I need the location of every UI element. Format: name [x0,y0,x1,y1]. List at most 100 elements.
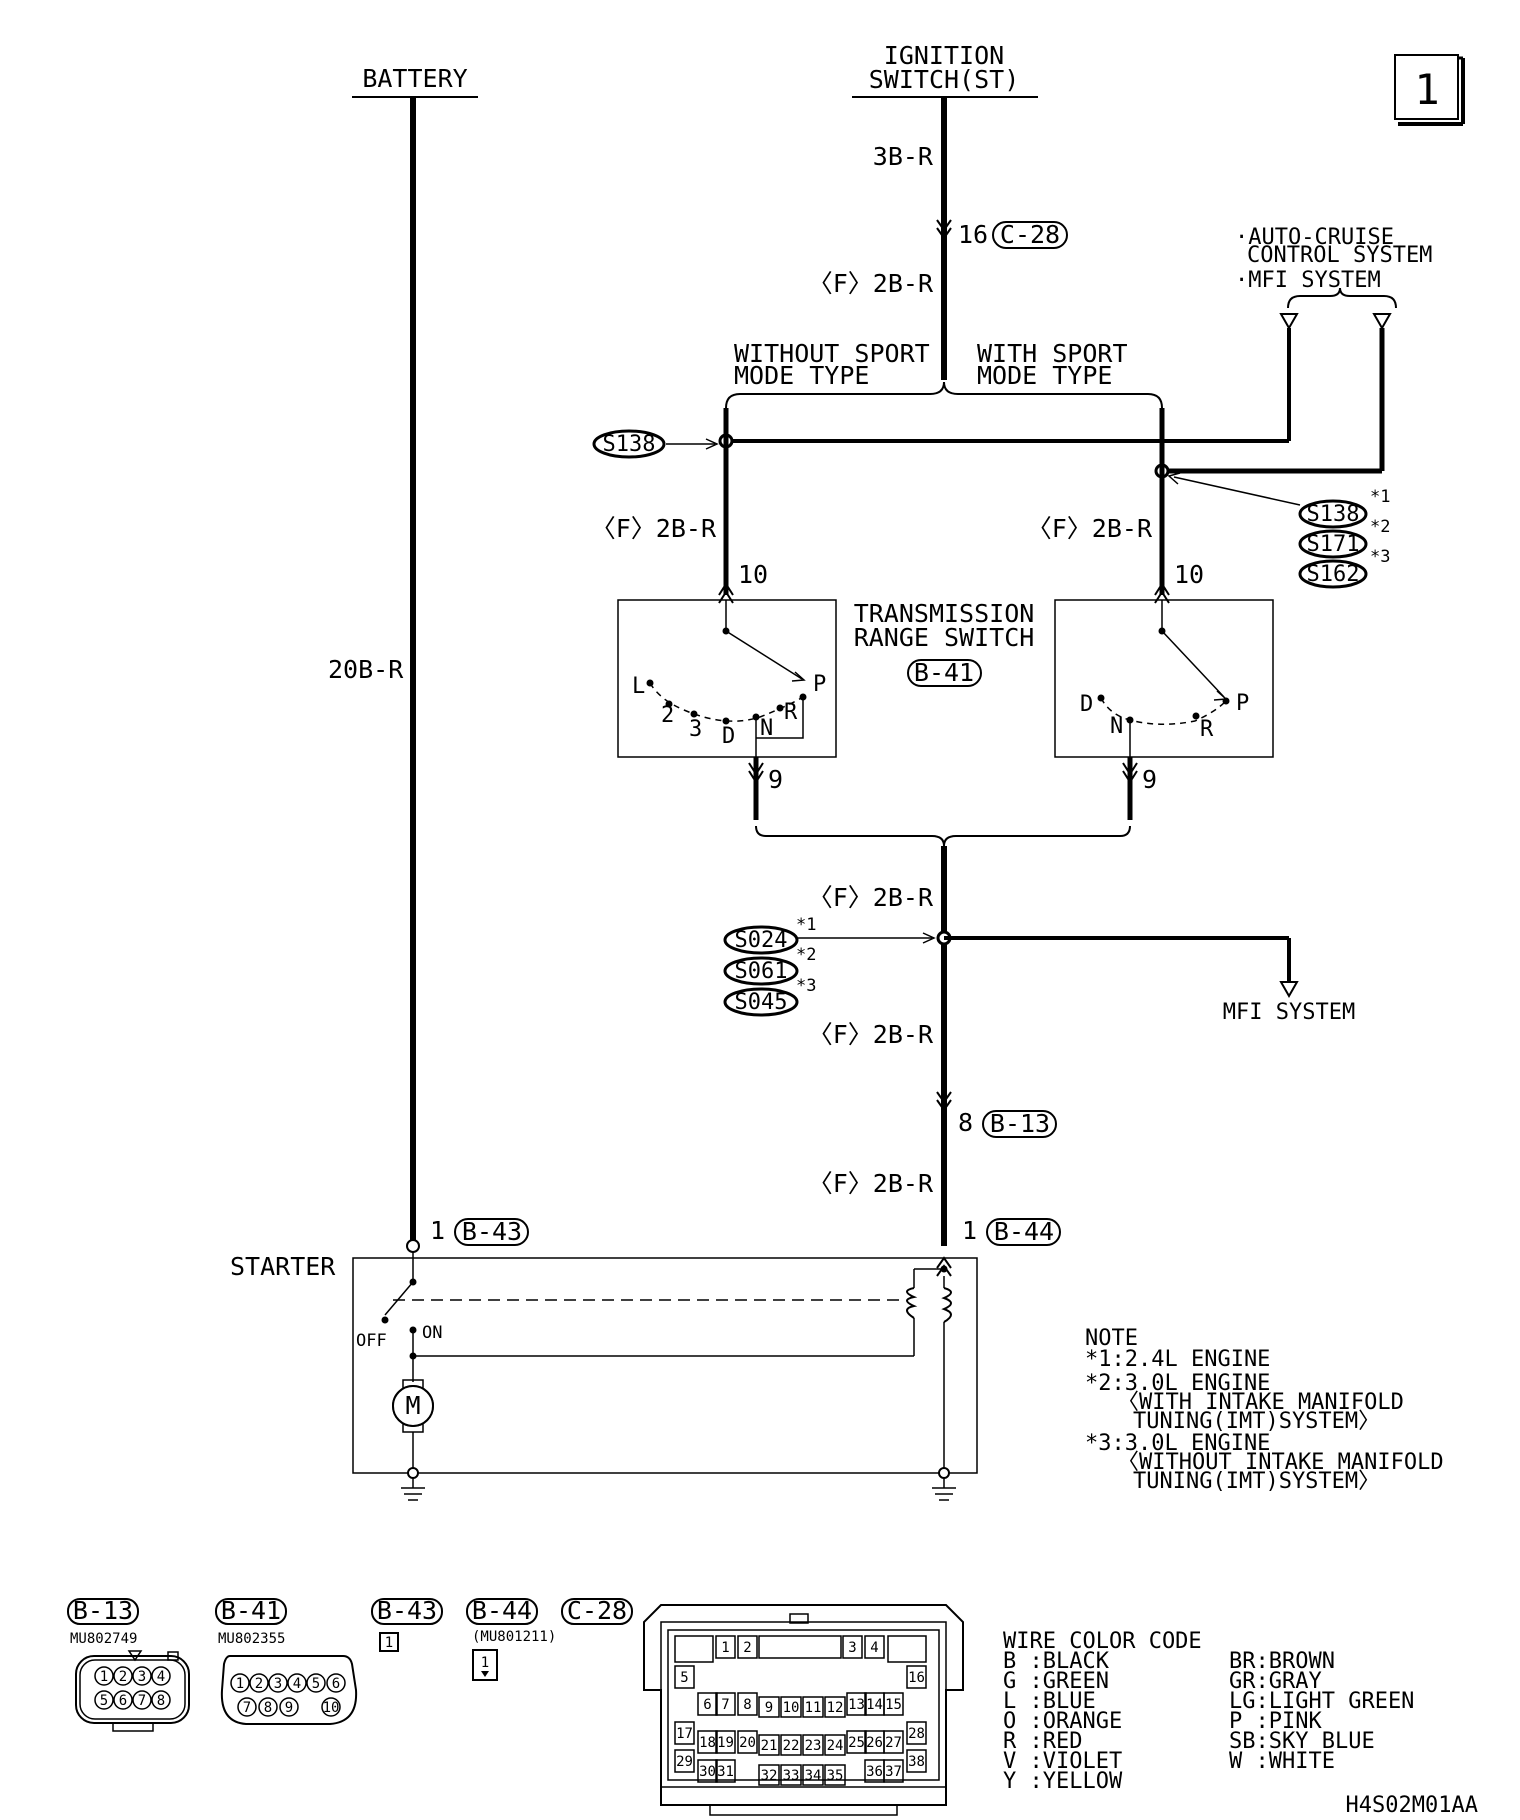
c28-pin-cell [846,1692,867,1716]
c28-pin-cell [906,1721,927,1745]
b41-connector-id: B-41 [914,658,974,687]
c28-face-tag [561,1598,633,1625]
b13-connector-mark [936,1091,952,1112]
starter-label: STARTER [230,1252,336,1281]
c28-pin-label: 1 [721,1640,729,1656]
splice-s138-left [592,429,666,459]
c28-pin-label: 18 [699,1735,716,1751]
trs-right-pin-out: 9 [1142,765,1157,794]
c28-pin-label: 4 [870,1640,878,1656]
c28-pin-cell [697,1692,718,1716]
c28-pin-label: 36 [866,1764,883,1780]
color-code-left-4: O :ORANGE [1003,1709,1122,1734]
page-number: 1 [1414,65,1439,114]
battery-label: BATTERY [362,64,467,93]
c28-pin-cell [674,1749,695,1773]
c28-pin-cell [883,1692,904,1716]
splice-s138-right-note: *1 [1370,487,1390,507]
b41-pin-9: 9 [285,1700,293,1716]
c28-pin-label: 14 [866,1697,883,1713]
without-sport-line2: MODE TYPE [734,361,869,390]
color-code-left-6: V :VIOLET [1003,1749,1122,1774]
c28-pin-cell [802,1696,824,1718]
note-title: NOTE [1085,1326,1138,1351]
c28-blank-cell [887,1635,927,1663]
b43-connector-tag [454,1218,529,1246]
wire-label-f2br-low2: 〈F〉2B-R [808,1169,934,1198]
b41-connector-face [220,1655,358,1725]
trs-label-1: TRANSMISSION [854,599,1035,628]
image-code: H4S02M01AA [1346,1793,1478,1818]
c28-pin-cell [674,1665,695,1689]
b44-part-number: (MU801211) [472,1629,556,1645]
trs-right-pos-N: N [1110,714,1123,739]
b43-pin-1: 1 [385,1635,393,1651]
note-line3: 〈WITH INTAKE MANIFOLD [1117,1390,1404,1415]
c28-pin-cell [715,1759,736,1783]
b41-pin-7: 7 [243,1700,251,1716]
note-line7: TUNING(IMT)SYSTEM〉 [1133,1469,1380,1494]
trs-left-pos-R: R [784,700,798,725]
c28-pin-cell [715,1692,736,1716]
b13-pin-2: 2 [119,1669,127,1685]
wire-label-f2br-left: 〈F〉2B-R [591,514,717,543]
wire-label-f2br-right: 〈F〉2B-R [1027,514,1153,543]
c28-pin: 16 [958,220,988,249]
c28-face-id: C-28 [567,1596,627,1625]
c28-pin-cell [715,1730,736,1754]
trs-left-pin-in: 10 [738,560,768,589]
b13-pin-4: 4 [157,1669,165,1685]
splice-s045-note: *3 [796,976,816,996]
c28-pin-label: 3 [848,1640,856,1656]
trs-left-pos-L: L [632,674,645,699]
trs-right-pos-D: D [1080,692,1093,717]
c28-pin-cell [864,1635,885,1659]
c28-pin-label: 2 [743,1640,751,1656]
splice-s045 [723,987,799,1017]
c28-pin-label: 6 [703,1697,711,1713]
c28-pin-label: 9 [765,1700,773,1716]
c28-pin-label: 33 [783,1768,800,1784]
c28-pin-label: 5 [680,1670,688,1686]
b13-face-tag [67,1598,139,1625]
c28-pin-label: 20 [739,1735,756,1751]
b41-connector-tag [907,659,982,687]
c28-pin-label: 35 [827,1768,844,1784]
splice-s061-note: *2 [796,945,816,965]
c28-connector-id: C-28 [1000,220,1060,249]
trs-left-pos-2: 2 [661,703,674,728]
splice-s045-label: S045 [735,990,788,1015]
splice-s162 [1298,559,1368,589]
c28-pin-label: 32 [761,1768,778,1784]
b44-face-id: B-44 [472,1596,532,1625]
c28-pin-label: 19 [717,1735,734,1751]
page-number-box [1394,54,1459,120]
b41-pin-1: 1 [236,1676,244,1692]
b41-pin-4: 4 [293,1676,301,1692]
ground-icon-motor [401,1487,425,1501]
starter-on-label: ON [422,1323,442,1343]
c28-pin-cell [715,1635,736,1659]
b43-connector-face [379,1632,399,1652]
note-line2: *2:3.0L ENGINE [1085,1371,1270,1396]
b13-pin-1: 1 [100,1669,108,1685]
splice-s138-right [1298,499,1368,529]
c28-pin-label: 17 [676,1726,693,1742]
color-code-right-5: SB:SKY BLUE [1229,1729,1375,1754]
trs-left-pos-N: N [760,716,773,741]
c28-pin-cell [758,1764,780,1786]
b43-connector-id: B-43 [462,1217,522,1246]
mfi-label: MFI SYSTEM [1223,1000,1355,1025]
ignition-label-2: SWITCH(ST) [869,65,1020,94]
b13-connector-id: B-13 [990,1109,1050,1138]
c28-pin-label: 11 [805,1700,822,1716]
trs-left-box [617,599,837,758]
c28-pin-label: 23 [805,1738,822,1754]
b13-pin-7: 7 [138,1693,146,1709]
color-code-right-2: GR:GRAY [1229,1669,1322,1694]
c28-pin-cell [846,1730,867,1754]
c28-pin-label: 12 [827,1700,844,1716]
c28-pin-cell [883,1730,904,1754]
ignition-wire-label: 3B-R [873,142,934,171]
